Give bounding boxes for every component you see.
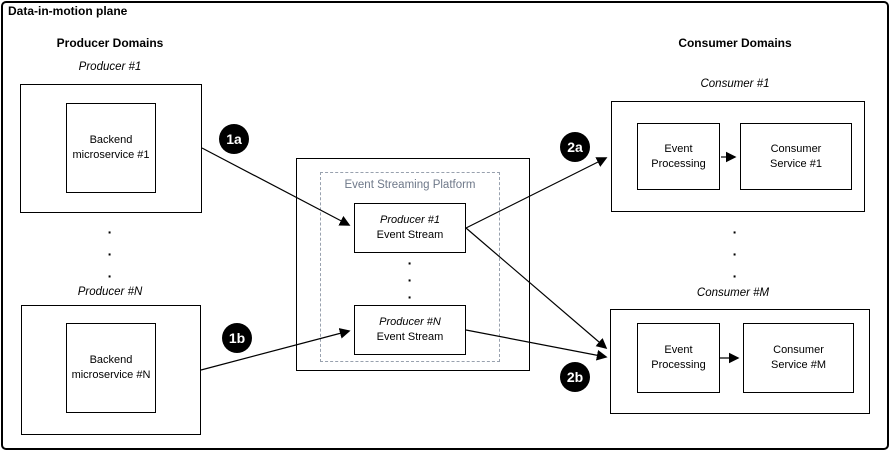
platform-label: Event Streaming Platform — [344, 179, 476, 191]
consumer-m-label: Consumer #M — [696, 287, 770, 299]
badge-2b: 2b — [560, 362, 590, 392]
diagram-title: Data-in-motion plane — [8, 4, 128, 18]
consumer-service-m-box: Consumer Service #M — [743, 323, 854, 393]
event-processing-m-box: Event Processing — [637, 323, 720, 393]
stream-1-sub: Event Stream — [376, 229, 444, 241]
stream-1-name: Producer #1 — [380, 214, 440, 226]
consumer-service-1-box: Consumer Service #1 — [740, 123, 852, 190]
producer-n-label: Producer #N — [77, 286, 143, 298]
consumer-ellipsis: · · · — [732, 224, 738, 284]
badge-1b: 1b — [222, 323, 252, 353]
stream-n-sub: Event Stream — [376, 331, 444, 343]
producer-domains-header: Producer Domains — [56, 36, 164, 50]
producer-1-event-stream-box: Producer #1 Event Stream — [354, 203, 466, 253]
producer-ellipsis: · · · — [107, 224, 113, 284]
badge-2a: 2a — [560, 132, 590, 162]
producer-n-event-stream-box: Producer #N Event Stream — [354, 305, 466, 355]
consumer-domains-header: Consumer Domains — [678, 36, 792, 50]
badge-1a: 1a — [219, 124, 249, 154]
stream-n-name: Producer #N — [379, 316, 441, 328]
event-processing-1-box: Event Processing — [637, 123, 720, 190]
consumer-1-label: Consumer #1 — [700, 78, 770, 90]
producer-1-label: Producer #1 — [78, 61, 142, 73]
backend-microservice-n-box: Backend microservice #N — [66, 323, 156, 413]
platform-ellipsis: · · · — [407, 255, 413, 305]
backend-microservice-1-box: Backend microservice #1 — [66, 103, 156, 193]
